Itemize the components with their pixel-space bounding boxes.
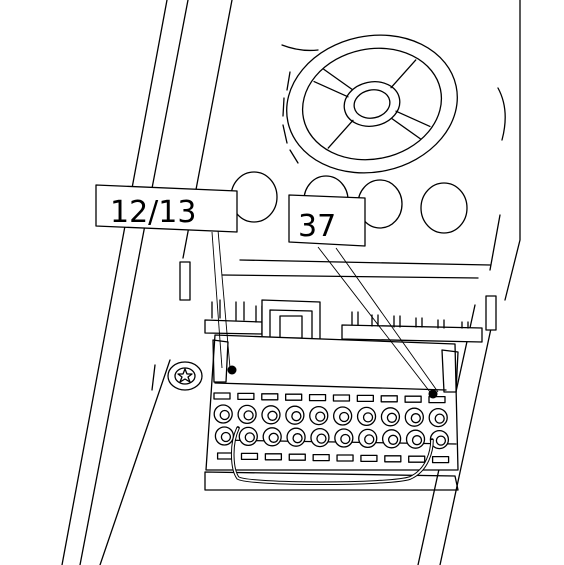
terminal-screw-head	[291, 411, 302, 422]
label-12-13: 12/13	[110, 195, 196, 230]
terminal-slot	[285, 393, 303, 401]
terminal-screw-head	[410, 413, 421, 424]
terminal-slot	[261, 393, 279, 401]
screw-icon	[167, 361, 203, 391]
terminal-screw-head	[364, 434, 375, 445]
terminal-slot	[360, 454, 378, 463]
terminal-screw-head	[268, 432, 279, 443]
terminal-37-marker	[428, 389, 438, 399]
terminal-screw-head	[340, 433, 351, 445]
terminal-screw-head	[338, 411, 350, 423]
panel-dash-marks	[281, 44, 506, 164]
label-37: 37	[298, 209, 336, 244]
terminal-screw-head	[362, 412, 374, 423]
terminal-slot	[408, 455, 426, 463]
keypad-button-4	[420, 182, 468, 234]
terminal-block	[204, 334, 459, 491]
terminal-screw-head	[435, 435, 447, 446]
terminal-screw-head	[411, 435, 423, 446]
terminal-slot	[237, 392, 255, 401]
terminal-slot	[380, 395, 398, 403]
terminal-slot	[336, 454, 354, 462]
label-12-13-callout: 12/13	[95, 184, 238, 233]
terminal-screw-head	[434, 413, 445, 424]
terminal-slot	[356, 394, 374, 403]
terminal-screw-head	[387, 434, 399, 445]
jumper-wire	[230, 426, 434, 486]
terminal-12-13-marker	[227, 365, 237, 375]
terminal-slot	[240, 452, 259, 461]
terminal-screw-head	[267, 410, 278, 421]
label-37-callout: 37	[288, 194, 366, 247]
terminal-slot	[431, 455, 450, 464]
terminal-screws	[213, 392, 450, 464]
terminal-slot	[264, 453, 283, 461]
terminal-screw-head	[316, 433, 327, 444]
terminal-slot	[332, 394, 351, 402]
terminal-slot	[384, 455, 402, 463]
terminal-slot	[213, 392, 231, 400]
terminal-slot	[288, 453, 306, 461]
terminal-screw-head	[386, 412, 398, 423]
keypad-button-1	[230, 171, 278, 223]
callout-leaders	[211, 229, 439, 393]
terminal-slot	[312, 453, 330, 462]
terminal-screw-head	[292, 433, 303, 444]
drive-housing	[61, 0, 521, 565]
terminal-screw-head	[244, 432, 255, 443]
terminal-slot	[308, 393, 327, 402]
terminal-screw-head	[219, 409, 230, 421]
terminal-screw-head	[220, 431, 232, 443]
terminal-screw-head	[243, 410, 254, 421]
terminal-slot	[404, 395, 422, 403]
terminal-slot	[428, 395, 446, 404]
terminal-screw-head	[315, 411, 326, 422]
navigation-wheel-icon	[286, 34, 458, 174]
